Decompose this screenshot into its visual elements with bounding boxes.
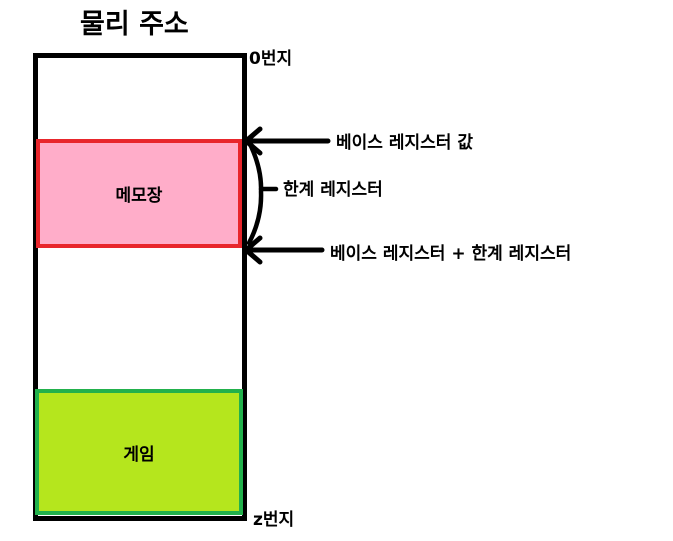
notepad-label: 메모장: [115, 186, 163, 206]
base-plus-limit-label: 베이스 레지스터 + 한계 레지스터: [330, 244, 572, 264]
top-address-label: 0번지: [249, 49, 293, 69]
base-register-label: 베이스 레지스터 값: [336, 133, 473, 153]
base-register-arrow: [243, 126, 331, 156]
game-process-block: 게임: [35, 389, 243, 515]
limit-register-brace: [246, 139, 279, 246]
limit-register-label: 한계 레지스터: [283, 180, 383, 200]
base-plus-limit-arrow: [243, 235, 325, 265]
notepad-process-block: 메모장: [36, 139, 242, 248]
bottom-address-label: z번지: [253, 510, 295, 530]
physical-memory-column: [33, 53, 247, 521]
game-label: 게임: [123, 444, 155, 465]
diagram-title: 물리 주소: [80, 9, 189, 40]
